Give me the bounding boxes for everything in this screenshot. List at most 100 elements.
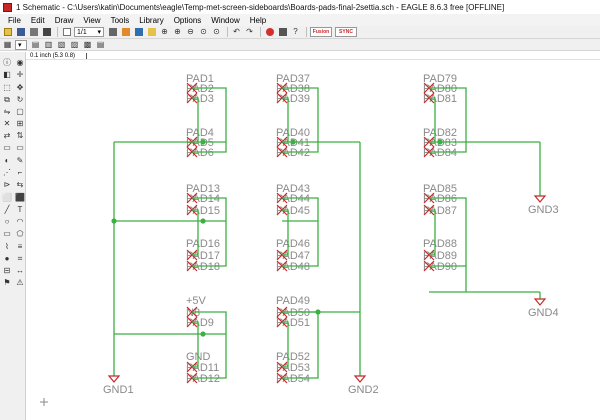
redo-icon[interactable]: ↷ [246, 27, 253, 36]
menu-options[interactable]: Options [173, 15, 202, 25]
schematic-icon[interactable] [120, 27, 131, 37]
wire-bend-icon-4[interactable]: ▨ [70, 39, 79, 49]
wire-bend-icon-6[interactable]: ▤ [96, 39, 105, 49]
rect-icon[interactable]: ▭ [3, 229, 11, 238]
pad-label: +5V [186, 295, 207, 307]
layer-select[interactable]: ▾ [15, 39, 27, 50]
change-icon[interactable]: ✎ [16, 156, 24, 165]
group-icon[interactable]: ⬜ [2, 193, 12, 202]
attribute-icon[interactable]: ⊟ [3, 266, 11, 275]
replace-icon[interactable]: ⇄ [3, 131, 11, 140]
layers-icon[interactable]: ◧ [3, 70, 11, 79]
help-icon[interactable]: ? [293, 27, 298, 36]
grid-icon[interactable]: ▦ [3, 39, 12, 49]
zoom-select-icon[interactable]: ⊙ [200, 27, 207, 36]
arc-icon[interactable]: ◠ [16, 217, 24, 226]
pad-label: PAD4 [186, 127, 214, 139]
menu-draw[interactable]: Draw [54, 15, 74, 25]
miter-icon[interactable]: ⌐ [17, 168, 23, 177]
select-icon[interactable]: ⬚ [3, 83, 11, 92]
wire-bend-icon-5[interactable]: ▩ [83, 39, 92, 49]
menu-tools[interactable]: Tools [110, 15, 130, 25]
eagle-app-icon [3, 2, 12, 12]
menu-library[interactable]: Library [139, 15, 164, 25]
ground-label: GND3 [528, 204, 559, 216]
invoke-icon[interactable]: ⊳ [3, 180, 11, 189]
pinswap-icon[interactable]: ⇆ [16, 180, 24, 189]
split-icon[interactable]: ⋰ [3, 168, 11, 177]
board-icon[interactable] [107, 27, 118, 37]
wire-icon[interactable]: ╱ [4, 205, 10, 214]
wire-bend-icon-3[interactable]: ▧ [57, 39, 66, 49]
gate-swap-icon[interactable]: ⇅ [16, 131, 24, 140]
eye-icon[interactable]: ◉ [16, 58, 24, 67]
pad-label: PAD43 [276, 183, 310, 195]
polygon-icon[interactable]: ⬠ [16, 229, 24, 238]
chevron-down-icon: ▾ [97, 29, 101, 36]
paste-icon[interactable]: ▢ [16, 107, 24, 116]
zoom-fit-icon[interactable]: ⊕ [161, 27, 168, 36]
junction-dot [315, 309, 321, 315]
smash-icon[interactable]: ◐ [4, 156, 10, 165]
add-icon[interactable]: ⊞ [16, 119, 24, 128]
fusion-button[interactable]: Fusion [310, 27, 332, 37]
wire-bend-icon-2[interactable]: ▥ [44, 39, 53, 49]
ground-symbol [107, 375, 121, 383]
mirror-icon[interactable]: ⇋ [3, 107, 11, 116]
parameter-toolbar: ▦ ▾ ▤ ▥ ▧ ▨ ▩ ▤ [0, 39, 600, 51]
ulp-icon[interactable] [146, 27, 157, 37]
delete-icon[interactable]: ✕ [3, 119, 11, 128]
junction-icon[interactable]: ● [4, 254, 10, 263]
menu-file[interactable]: File [8, 15, 21, 25]
pad-label: PAD1 [186, 73, 214, 85]
sync-button[interactable]: SYNC [335, 27, 357, 37]
script-icon[interactable] [133, 27, 144, 37]
text-icon[interactable]: T [17, 205, 23, 214]
mark-icon[interactable]: ✛ [16, 70, 24, 79]
open-icon[interactable] [2, 27, 13, 37]
schematic-drawing[interactable]: PAD1PAD2PAD3PAD4PAD5PAD6PAD13PAD14PAD15P… [26, 60, 600, 420]
move-icon[interactable]: ✥ [16, 83, 24, 92]
menu-view[interactable]: View [83, 15, 101, 25]
junction-dot [437, 139, 443, 145]
pad-label: PAD46 [276, 238, 310, 250]
optimize-icon[interactable]: ⬛ [15, 193, 25, 202]
net-wire [429, 87, 467, 153]
wire-bend-icon[interactable]: ▤ [31, 39, 40, 49]
label-icon[interactable]: ⌗ [17, 254, 23, 263]
circle-icon[interactable]: ○ [4, 217, 10, 226]
name-icon[interactable]: ▭ [3, 143, 11, 152]
net-wire [192, 321, 199, 368]
menu-window[interactable]: Window [211, 15, 240, 25]
menu-help[interactable]: Help [249, 15, 267, 25]
info-icon[interactable]: ⓘ [3, 58, 11, 67]
pad-label: PAD88 [423, 238, 457, 250]
undo-icon[interactable]: ↶ [233, 27, 240, 36]
ground-label: GND4 [528, 307, 559, 319]
print-icon[interactable] [28, 27, 39, 37]
copy-icon[interactable]: ⧉ [4, 95, 10, 104]
erc-icon[interactable]: ⚑ [3, 278, 11, 287]
dimension-icon[interactable]: ↔ [16, 266, 24, 275]
save-icon[interactable] [15, 27, 26, 37]
junction-dot [200, 218, 206, 224]
bus-icon[interactable]: ≡ [17, 242, 23, 251]
redraw-icon[interactable]: ⊙ [213, 27, 220, 36]
net-icon[interactable]: ⌇ [5, 242, 9, 251]
toolbar-separator [306, 27, 307, 37]
command-line[interactable] [86, 52, 87, 59]
sheet-select[interactable]: 1/1▾ [74, 27, 104, 37]
zoom-in-icon[interactable]: ⊕ [174, 27, 181, 36]
zoom-out-icon[interactable]: ⊖ [187, 27, 194, 36]
cam-icon[interactable] [41, 27, 52, 37]
pad-label: PAD37 [276, 73, 310, 85]
menu-edit[interactable]: Edit [30, 15, 45, 25]
value-icon[interactable]: ▭ [16, 143, 24, 152]
go-icon[interactable] [277, 27, 288, 37]
pad-label: PAD85 [423, 183, 457, 195]
stop-icon[interactable] [264, 27, 275, 37]
command-panel: ⓘ ◉ ◧ ✛ ⬚ ✥ ⧉ ↻ ⇋ ▢ ✕ ⊞ ⇄ ⇅ ▭ ▭ ◐ ✎ ⋰ ⌐ ⊳ ⇆ ⬜⬛ ╱ T ○… [0, 52, 26, 420]
rotate-icon[interactable]: ↻ [16, 95, 24, 104]
errors-icon[interactable]: ⚠ [16, 278, 24, 287]
